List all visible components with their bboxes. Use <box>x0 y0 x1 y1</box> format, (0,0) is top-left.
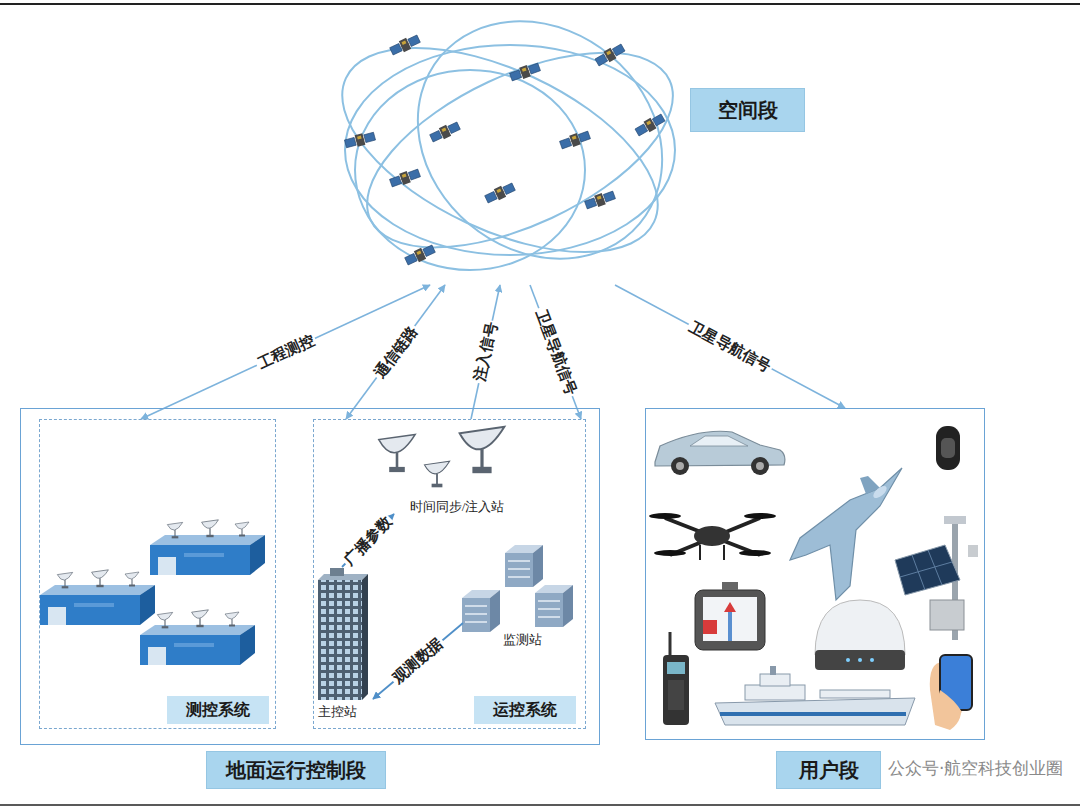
satellite-orbits <box>312 0 710 308</box>
monitor-station-servers <box>462 545 573 632</box>
car-icon <box>655 431 785 475</box>
segment-label: 地面运行控制段 <box>206 751 386 789</box>
solar-station-icon <box>895 516 978 640</box>
satellites <box>344 33 666 267</box>
monitor-station: 监测站 <box>457 547 587 652</box>
walkie-talkie-icon <box>663 632 689 725</box>
signal-arrow <box>615 285 845 408</box>
station-label: 时间同步/注入站 <box>382 498 532 516</box>
watch-icon <box>936 426 960 470</box>
signal-arrow <box>530 285 581 419</box>
user-segment-box: 用户段 <box>645 408 985 740</box>
link-label: 卫星导航信号 <box>685 317 776 376</box>
jet-icon <box>790 468 902 600</box>
link-label: 注入信号 <box>470 319 500 385</box>
ttc-system-box: 测控系统 <box>39 419 276 729</box>
link-label: 卫星导航信号 <box>531 305 580 399</box>
link-label: 工程测控 <box>253 331 318 373</box>
receiver-dome-icon <box>815 600 905 670</box>
ship-icon <box>715 666 915 725</box>
master-station: 主控站 <box>307 567 377 722</box>
signal-arrow <box>141 285 430 419</box>
segment-label: 用户段 <box>776 751 881 789</box>
link-label: 观测数据 <box>388 634 448 688</box>
link-label: 通信链路 <box>370 321 422 383</box>
phone-in-hand-icon <box>930 655 972 730</box>
uplink-station: 时间同步/注入站 <box>382 430 532 518</box>
ground-segment-box: 地面运行控制段测控系统运控系统时间同步/注入站监测站主控站 <box>20 408 600 745</box>
signal-arrow <box>373 623 463 699</box>
segment-label: 运控系统 <box>474 696 576 724</box>
station-label: 主控站 <box>307 703 367 721</box>
uplink-antennas <box>379 427 505 488</box>
segment-label: 空间段 <box>690 88 805 132</box>
operation-system-box: 运控系统时间同步/注入站监测站主控站 <box>313 419 586 729</box>
station-label: 监测站 <box>492 631 552 649</box>
watermark: 公众号·航空科技创业圈 <box>888 757 1063 780</box>
space-segment: 空间段 <box>345 20 680 285</box>
ttc-stations <box>40 520 265 665</box>
rule-lines <box>0 4 1080 805</box>
signal-arrow <box>471 285 500 419</box>
drone-icon <box>649 513 776 560</box>
navigator-icon <box>695 582 765 650</box>
segment-label: 测控系统 <box>167 696 269 724</box>
master-station-tower <box>318 568 368 700</box>
signal-arrow <box>346 285 445 419</box>
link-label: 广播参数 <box>340 512 397 570</box>
